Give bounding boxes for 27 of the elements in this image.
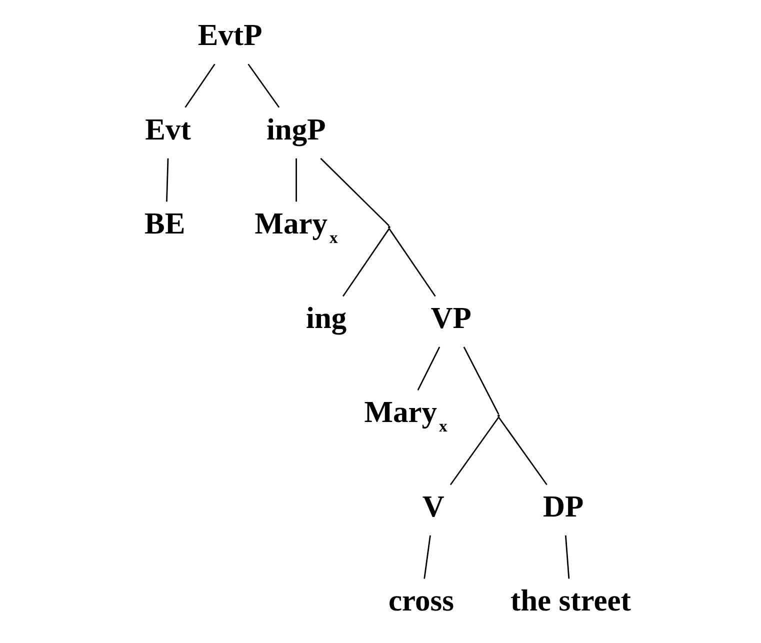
node-text: the street	[510, 584, 631, 618]
connector	[463, 346, 500, 415]
node-text: Mary$_{x}$	[364, 395, 448, 436]
connector	[320, 158, 390, 226]
connector	[417, 346, 440, 390]
connector	[248, 64, 280, 108]
node-point	[497, 414, 500, 417]
node-text: DP	[543, 489, 584, 524]
connector	[184, 64, 216, 108]
node-text: Mary$_{x}$	[254, 206, 338, 248]
connector	[498, 416, 548, 486]
node-text: BE	[144, 206, 186, 241]
node-text: EvtP	[198, 18, 262, 52]
node-text: Evt	[145, 112, 191, 146]
node-point	[388, 226, 390, 228]
connector	[166, 158, 169, 202]
node-text: VP	[430, 300, 472, 335]
connector	[342, 228, 390, 297]
node-text: ingP	[266, 112, 326, 146]
connector	[564, 535, 570, 579]
connector	[424, 535, 431, 579]
connector	[450, 416, 500, 486]
connector	[388, 228, 436, 297]
node-text: V	[422, 489, 444, 524]
connector	[296, 158, 297, 202]
node-text: cross	[388, 584, 454, 618]
node-text: ing	[306, 300, 347, 335]
